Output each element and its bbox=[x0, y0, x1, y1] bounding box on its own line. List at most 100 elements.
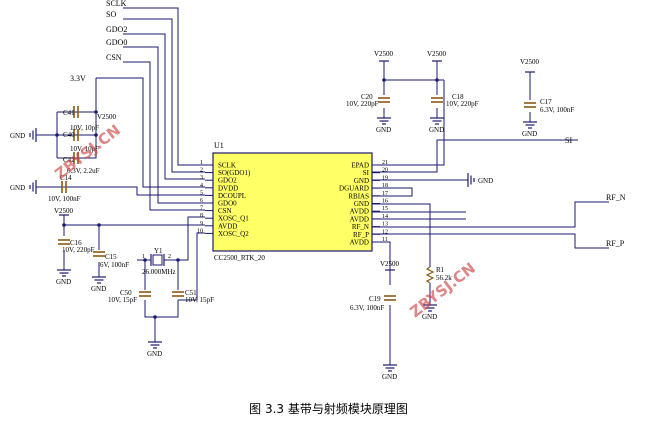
chip-pin-number: 13 bbox=[382, 222, 388, 228]
gnd-symbol bbox=[56, 269, 72, 277]
capacitors bbox=[58, 97, 536, 301]
chip-pin-name: SO(GDO1) bbox=[218, 169, 251, 177]
chip-right-pins: 21EPAD20SI19GND18DGUARD17RBIAS16GND15AVD… bbox=[339, 160, 388, 247]
gnd-symbol bbox=[382, 364, 398, 372]
c19-ref: C19 bbox=[369, 295, 381, 303]
chip-pin-number: 16 bbox=[382, 199, 388, 205]
gnd-label: GND bbox=[10, 132, 25, 140]
chip-pin-name: XOSC_Q2 bbox=[218, 230, 249, 238]
gnd-label: GND bbox=[91, 285, 106, 293]
c19-value: 6.3V, 100nF bbox=[350, 304, 384, 312]
chip-pin-name: AVDD bbox=[350, 215, 369, 223]
chip-pin-number: 10 bbox=[197, 228, 203, 234]
vcc-label: V2500 bbox=[520, 58, 540, 66]
vcc-label: V2500 bbox=[374, 50, 394, 58]
c15-value: 6V, 100nF bbox=[100, 261, 129, 269]
c40-ref: C40 bbox=[63, 131, 75, 139]
capacitor-c41 bbox=[73, 106, 79, 118]
chip-pin-name: SCLK bbox=[218, 162, 236, 170]
chip-pin-number: 2 bbox=[200, 168, 203, 174]
net-label-sclk: SCLK bbox=[106, 0, 127, 8]
figure-caption: 图 3.3 基带与射频模块原理图 bbox=[249, 402, 408, 416]
chip-pin-number: 20 bbox=[382, 168, 388, 174]
chip-pin-number: 7 bbox=[200, 206, 203, 212]
capacitor-c51 bbox=[172, 291, 184, 297]
r1-value: 56.2k bbox=[436, 274, 452, 282]
c51-ref: C51 bbox=[185, 289, 197, 297]
chip-pin-name: EPAD bbox=[351, 162, 369, 170]
chip-pin-number: 15 bbox=[382, 206, 388, 212]
crystal-y1: 1 2 bbox=[142, 254, 171, 266]
y1-ref: Y1 bbox=[154, 247, 163, 255]
c20-value: 10V, 220pF bbox=[346, 100, 379, 108]
gnd-symbol bbox=[147, 341, 163, 349]
capacitor-c20 bbox=[378, 97, 390, 103]
chip-pin-name: DVDD bbox=[218, 184, 238, 192]
c16-value: 10V, 220pF bbox=[62, 246, 95, 254]
net-label-si: SI bbox=[565, 136, 572, 145]
chip-pin-name: RF_N bbox=[352, 223, 369, 231]
net-label-so: SO bbox=[106, 10, 116, 19]
c16-ref: C16 bbox=[70, 239, 82, 247]
gnd-label: GND bbox=[478, 177, 493, 185]
y1-value: 26.000MHz bbox=[142, 268, 176, 276]
chip-pin-number: 18 bbox=[382, 183, 388, 189]
chip-body bbox=[212, 152, 373, 252]
gnd-label: GND bbox=[147, 350, 162, 358]
chip-pin-number: 14 bbox=[382, 214, 388, 220]
c17-value: 6.3V, 100nF bbox=[540, 106, 574, 114]
gnd-symbol bbox=[29, 127, 37, 143]
c40-value: 10V, 10pF bbox=[70, 145, 99, 153]
gnd-label: GND bbox=[522, 130, 537, 138]
vcc-label: V2500 bbox=[380, 260, 400, 268]
chip-pin-number: 9 bbox=[200, 221, 203, 227]
capacitor-c17 bbox=[524, 102, 536, 108]
c20-ref: C20 bbox=[361, 93, 373, 101]
c41-vcc-label: V2500 bbox=[97, 113, 117, 121]
net-labels: SCLK SO GDO2 GDO0 CSN 3.3V SI RF_N RF_P bbox=[70, 0, 626, 248]
chip-pin-name: SI bbox=[363, 169, 370, 177]
chip-pin-number: 8 bbox=[200, 213, 203, 219]
chip-pin-name: AVDD bbox=[218, 222, 237, 230]
c42-value: 6.3V, 2.2uF bbox=[67, 167, 100, 175]
chip-pin-name: XOSC_Q1 bbox=[218, 215, 249, 223]
gnd-symbol bbox=[91, 276, 107, 284]
chip-pin-name: GND bbox=[354, 200, 369, 208]
chip-pin-number: 3 bbox=[200, 175, 203, 181]
gnd-label: GND bbox=[429, 126, 444, 134]
c41-value: 10V, 10pF bbox=[70, 124, 99, 132]
chip-pin-number: 1 bbox=[200, 160, 203, 166]
gnd-symbol bbox=[29, 179, 37, 195]
c51-value: 10V, 15pF bbox=[185, 296, 214, 304]
power-symbols: GND GND V2500 GND GND GND V2500 V2500 V2… bbox=[10, 50, 540, 381]
c50-ref: C50 bbox=[120, 289, 132, 297]
c42-ref: C42 bbox=[63, 156, 75, 164]
chip-pin-name: AVDD bbox=[350, 208, 369, 216]
chip-pin-name: AVDD bbox=[350, 239, 369, 247]
crystal-pin2: 2 bbox=[168, 254, 171, 260]
net-label-rf-p: RF_P bbox=[606, 239, 625, 248]
capacitor-c50 bbox=[139, 291, 151, 297]
capacitor-c18 bbox=[431, 97, 443, 103]
vcc-label: V2500 bbox=[54, 207, 74, 215]
chip-pin-number: 19 bbox=[382, 175, 388, 181]
vcc-label: V2500 bbox=[427, 50, 447, 58]
chip-pin-number: 21 bbox=[382, 160, 388, 166]
c14-ref: C14 bbox=[60, 174, 72, 182]
gnd-symbol bbox=[522, 121, 538, 129]
capacitor-c40 bbox=[73, 129, 79, 141]
chip-pin-name: CSN bbox=[218, 207, 232, 215]
chip-pin-name: RF_P bbox=[353, 231, 369, 239]
c17-ref: C17 bbox=[540, 98, 552, 106]
c14-value: 10V, 100nF bbox=[48, 195, 81, 203]
chip-pin-number: 6 bbox=[200, 198, 203, 204]
net-label-gdo2: GDO2 bbox=[106, 25, 127, 34]
chip-pin-name: DGUARD bbox=[339, 185, 369, 193]
wires bbox=[36, 7, 609, 365]
chip-ref: U1 bbox=[214, 141, 224, 150]
chip-pin-name: DCOUPL bbox=[218, 192, 246, 200]
chip-pin-number: 12 bbox=[382, 229, 388, 235]
gnd-label: GND bbox=[376, 126, 391, 134]
